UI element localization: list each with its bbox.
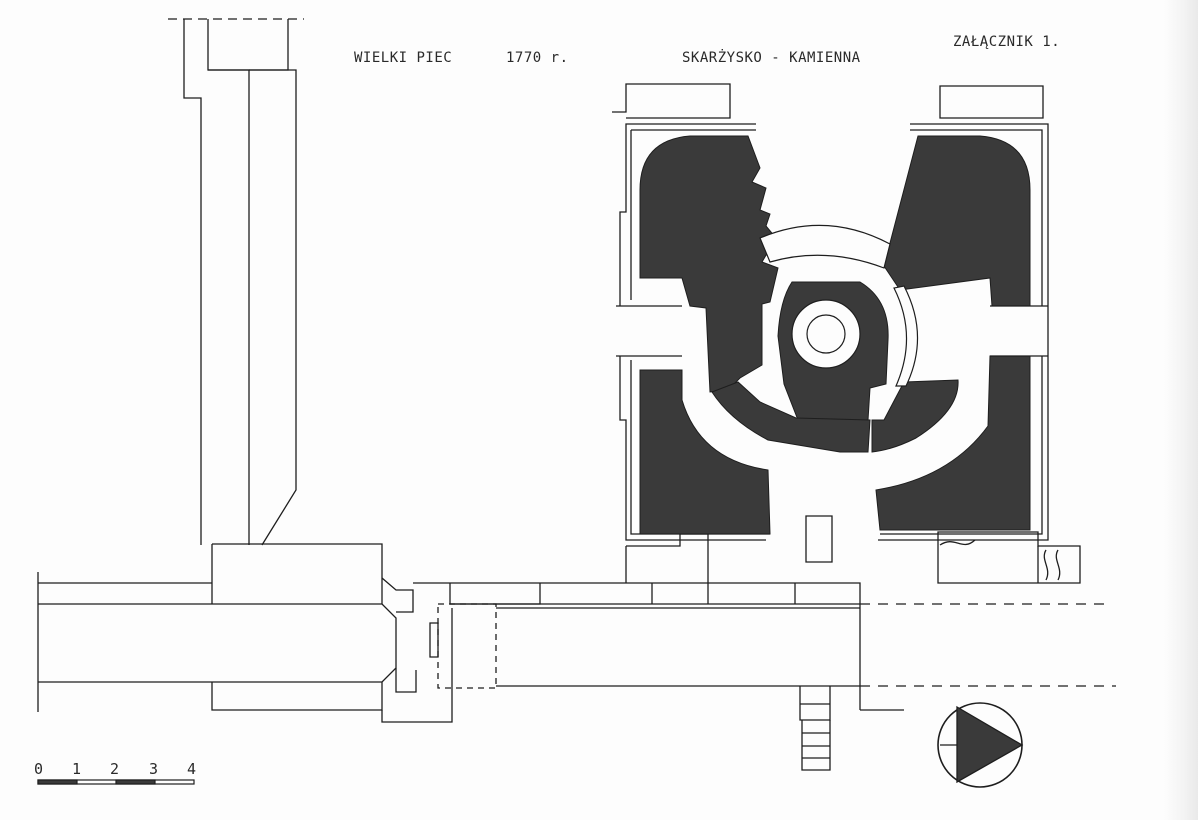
scale-tick-3: 3 (149, 760, 159, 778)
scale-bar (37, 779, 195, 785)
drawing-title: WIELKI PIEC (354, 50, 453, 66)
hearth-ring (806, 314, 846, 354)
north-arrow-icon (937, 702, 1024, 788)
scale-tick-2: 2 (110, 760, 120, 778)
water-channel-vertical (168, 18, 304, 546)
furnace-openings (759, 224, 919, 387)
left-passage (616, 305, 682, 357)
furnace-outer-walls (619, 123, 1049, 541)
annex-label: ZAŁĄCZNIK 1. (953, 34, 1061, 50)
scale-tick-4: 4 (187, 760, 197, 778)
furnace-masonry (639, 135, 1031, 535)
paper-edge-shadow (1164, 0, 1198, 820)
furnace-annexes (612, 83, 1081, 584)
drawing-location: SKARŻYSKO - KAMIENNA (682, 50, 861, 66)
right-passage (990, 305, 1048, 357)
scale-tick-0: 0 (34, 760, 44, 778)
drawing-year: 1770 r. (506, 50, 569, 66)
water-channel-horizontal (37, 543, 1116, 771)
scale-tick-1: 1 (72, 760, 82, 778)
